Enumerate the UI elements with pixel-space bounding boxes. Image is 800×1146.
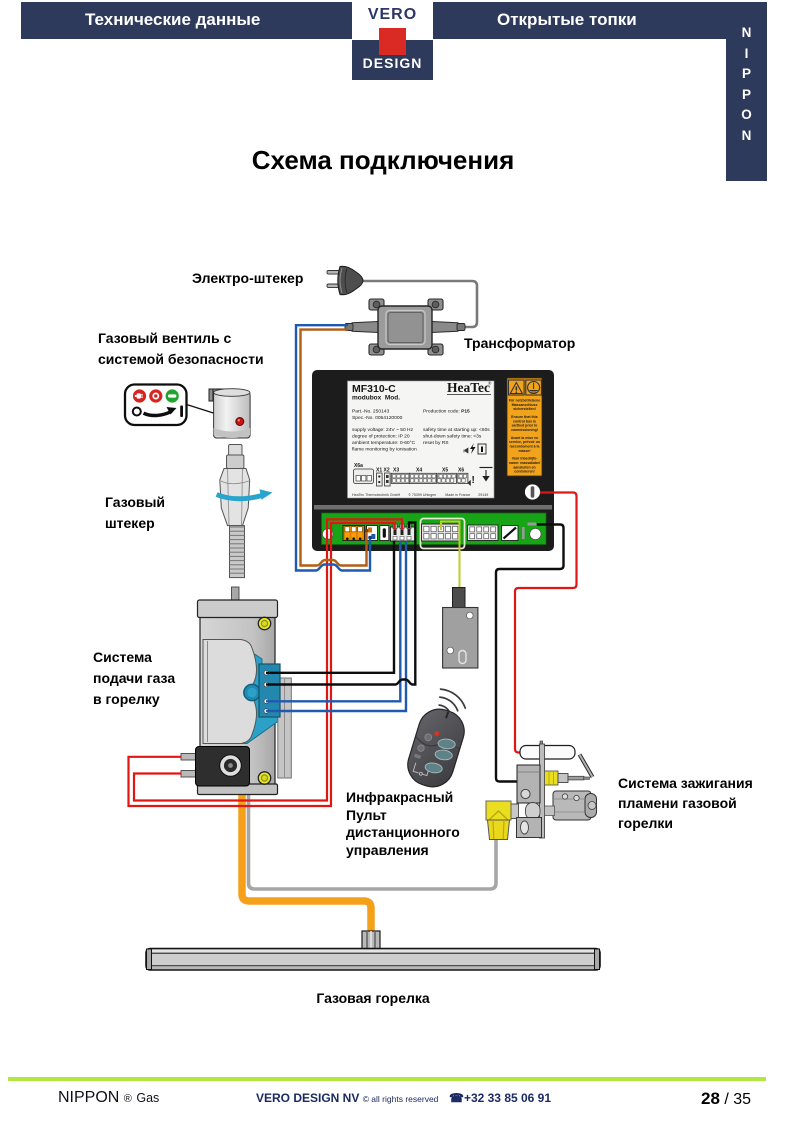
svg-text:!: ! (472, 475, 475, 486)
svg-text:sicherstellen!: sicherstellen! (513, 407, 536, 411)
svg-text:service, prévoir un: service, prévoir un (509, 440, 540, 444)
svg-text:X4: X4 (416, 468, 422, 474)
svg-text:X1 X2: X1 X2 (376, 468, 390, 474)
svg-text:flame monitoring by ionisation: flame monitoring by ionisation (352, 447, 417, 453)
svg-text:ambient temperature: 0-60°C: ambient temperature: 0-60°C (352, 440, 416, 446)
svg-text:reset by RS: reset by RS (423, 440, 449, 446)
svg-text:raccordement à la: raccordement à la (510, 445, 540, 449)
svg-text:Spec.-No. 0054120000: Spec.-No. 0054120000 (352, 415, 403, 421)
svg-text:name: massakabel: name: massakabel (509, 461, 540, 465)
svg-text:Production code: P15: Production code: P15 (423, 409, 470, 415)
svg-text:Avant la mise en: Avant la mise en (511, 436, 539, 440)
svg-text:supply voltage: 24V ~ 50 Hz: supply voltage: 24V ~ 50 Hz (352, 427, 414, 433)
svg-text:HeaTec Thermotechnik GmbH: HeaTec Thermotechnik GmbH © 75399 Uhinge… (352, 493, 488, 497)
svg-text:X6: X6 (458, 468, 464, 474)
svg-text:X3: X3 (393, 468, 399, 474)
svg-text:Part.-No. 250143: Part.-No. 250143 (352, 409, 390, 415)
svg-text:safety time at starting up: <6: safety time at starting up: <60s (423, 427, 490, 433)
svg-text:masse!: masse! (518, 449, 530, 453)
svg-text:MF310-C: MF310-C (352, 383, 396, 395)
svg-text:modubox Mod.: modubox Mod. (352, 395, 400, 402)
svg-text:Massanschluss: Massanschluss (512, 403, 538, 407)
svg-text:control box is: control box is (513, 419, 536, 423)
svg-text:®: ® (488, 380, 492, 386)
svg-text:controleren!: controleren! (514, 470, 534, 474)
svg-text:X6a: X6a (354, 463, 363, 469)
svg-text:Für netzbetriebene: Für netzbetriebene (509, 399, 540, 403)
svg-text:HeaTec: HeaTec (447, 380, 490, 395)
svg-text:aansluiten en: aansluiten en (513, 465, 535, 469)
svg-text:degree of protection: IP 20: degree of protection: IP 20 (352, 434, 410, 440)
svg-text:Voor inbedrijfs-: Voor inbedrijfs- (512, 457, 538, 461)
svg-text:shut-down safety time: <3s: shut-down safety time: <3s (423, 434, 482, 440)
svg-text:earthed prior to: earthed prior to (512, 424, 538, 428)
svg-text:commissioning!: commissioning! (511, 428, 538, 432)
svg-text:X5: X5 (442, 468, 448, 474)
svg-text:Ensure that this: Ensure that this (511, 415, 538, 419)
